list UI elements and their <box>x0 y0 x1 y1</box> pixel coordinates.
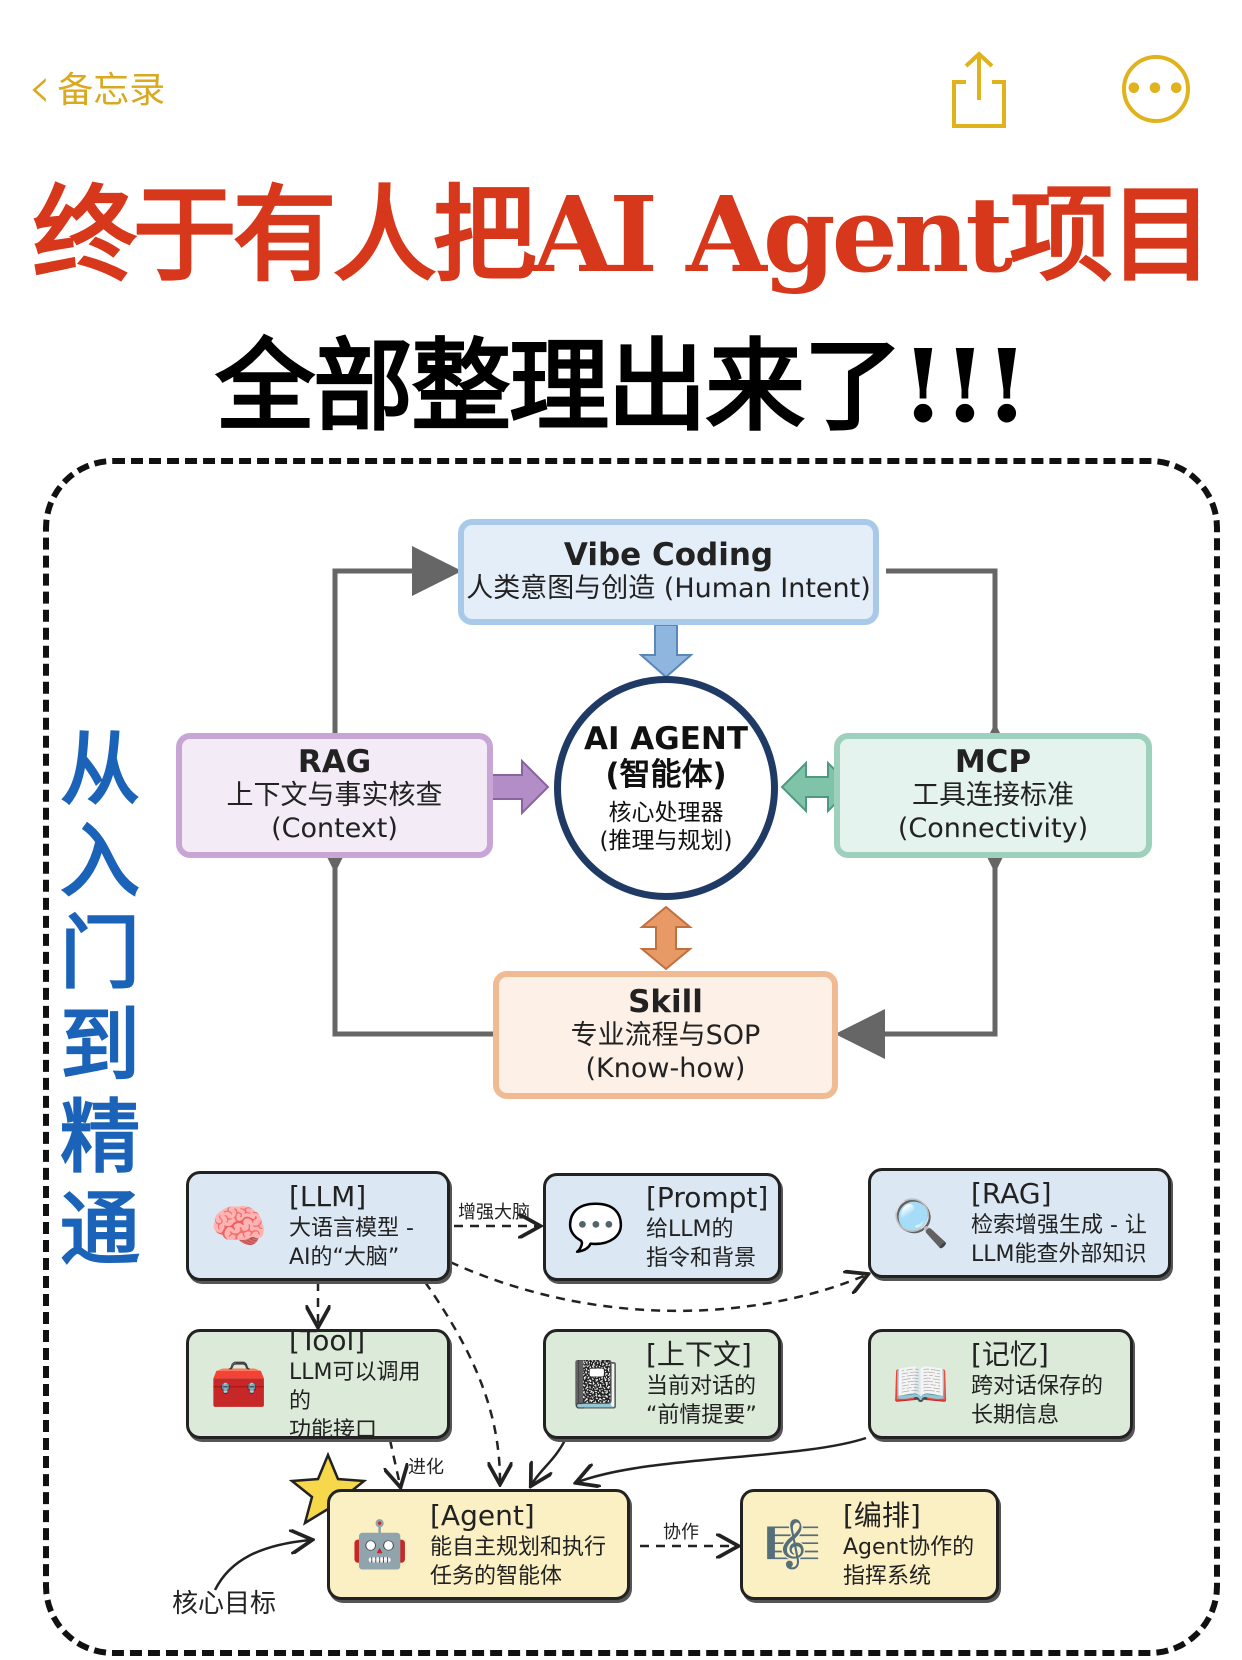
card-title: [Prompt] <box>646 1181 769 1214</box>
card-title: [RAG] <box>971 1177 1052 1210</box>
core-title: AI AGENT <box>583 721 749 757</box>
skill-desc: 专业流程与SOP <box>570 1019 761 1051</box>
skill-en: (Know-how) <box>585 1052 746 1084</box>
card-rag: 🔍 [RAG] 检索增强生成 - 让 LLM能查外部知识 <box>868 1168 1171 1278</box>
label-enhance: 增强大脑 <box>458 1202 530 1223</box>
chat-icon: 💬 <box>567 1199 625 1254</box>
mcp-desc: 工具连接标准 <box>912 780 1074 811</box>
card-desc: AI的“大脑” <box>289 1245 400 1270</box>
card-title: [LLM] <box>289 1180 367 1213</box>
card-desc: 长期信息 <box>971 1403 1060 1428</box>
card-desc: “前情提要” <box>646 1403 757 1428</box>
label-evolve: 进化 <box>408 1457 444 1478</box>
more-icon[interactable]: ••• <box>1122 55 1190 123</box>
card-title: [上下文] <box>646 1338 752 1371</box>
rag-desc: 上下文与事实核查 <box>226 780 443 811</box>
card-context: 📓 [上下文] 当前对话的 “前情提要” <box>543 1329 781 1439</box>
rag-title: RAG <box>297 744 372 780</box>
robot-icon: 🤖 <box>351 1517 409 1571</box>
card-desc: 任务的智能体 <box>430 1563 563 1589</box>
core-desc-2: (推理与规划) <box>599 828 733 854</box>
title-line-1: 终于有人把AI Agent项目 <box>32 173 1214 296</box>
card-desc: 大语言模型 - <box>289 1216 414 1241</box>
share-icon[interactable] <box>948 50 1010 130</box>
card-desc: LLM能查外部知识 <box>971 1242 1147 1267</box>
label-collab: 协作 <box>663 1522 699 1543</box>
mcp-en: (Connectivity) <box>897 813 1089 844</box>
vibe-title: Vibe Coding <box>563 537 774 573</box>
card-agent: 🤖 [Agent]能自主规划和执行任务的智能体 <box>327 1489 630 1600</box>
card-desc: 当前对话的 <box>646 1374 757 1399</box>
card-memory: 📖 [记忆] 跨对话保存的长期信息 <box>868 1329 1133 1439</box>
search-document-icon: 🔍 <box>892 1195 950 1250</box>
back-label: 备忘录 <box>57 70 166 111</box>
card-title: [Agent] <box>430 1498 535 1532</box>
card-orchestration: 🎼 [编排]Agent协作的指挥系统 <box>740 1489 999 1600</box>
core-subtitle: (智能体) <box>605 757 727 793</box>
book-icon: 📖 <box>892 1356 950 1411</box>
ai-agent-core-node: AI AGENT(智能体) 核心处理器(推理与规划) <box>554 676 778 900</box>
dashed-frame <box>43 458 1220 1656</box>
vibe-desc: 人类意图与创造 (Human Intent) <box>466 573 871 604</box>
back-button[interactable]: ‹备忘录 <box>28 58 165 116</box>
label-core-goal: 核心目标 <box>172 1589 277 1619</box>
title-line-2: 全部整理出来了!!! <box>215 327 1029 445</box>
card-desc: 跨对话保存的 <box>971 1374 1104 1399</box>
toolbox-icon: 🧰 <box>210 1356 268 1411</box>
card-desc: 指挥系统 <box>843 1563 932 1589</box>
chevron-left-icon: ‹ <box>28 53 52 121</box>
card-desc: 给LLM的 <box>646 1217 734 1242</box>
card-llm: 🧠 [LLM] 大语言模型 - AI的“大脑” <box>186 1171 450 1281</box>
card-title: [Tool] <box>289 1323 366 1357</box>
card-desc: 功能接口 <box>289 1417 378 1443</box>
card-title: [编排] <box>843 1498 921 1532</box>
mcp-title: MCP <box>954 744 1032 780</box>
card-prompt: 💬 [Prompt] 给LLM的指令和背景 <box>543 1173 781 1281</box>
rag-en: (Context) <box>271 813 398 844</box>
brain-icon: 🧠 <box>210 1198 268 1253</box>
core-desc-1: 核心处理器 <box>608 800 724 826</box>
card-tool: 🧰 [Tool]LLM可以调用的功能接口 <box>186 1324 450 1443</box>
notebook-icon: 📓 <box>567 1356 625 1411</box>
card-desc: 能自主规划和执行 <box>430 1534 607 1560</box>
conductor-icon: 🎼 <box>764 1517 822 1571</box>
card-desc: 检索增强生成 - 让 <box>971 1213 1147 1238</box>
card-desc: LLM可以调用的 <box>289 1359 421 1414</box>
card-title: [记忆] <box>971 1338 1049 1371</box>
card-desc: Agent协作的 <box>843 1534 975 1560</box>
side-title: 从入门到精通 <box>60 723 140 1276</box>
skill-title: Skill <box>628 983 703 1020</box>
card-desc: 指令和背景 <box>646 1246 757 1271</box>
